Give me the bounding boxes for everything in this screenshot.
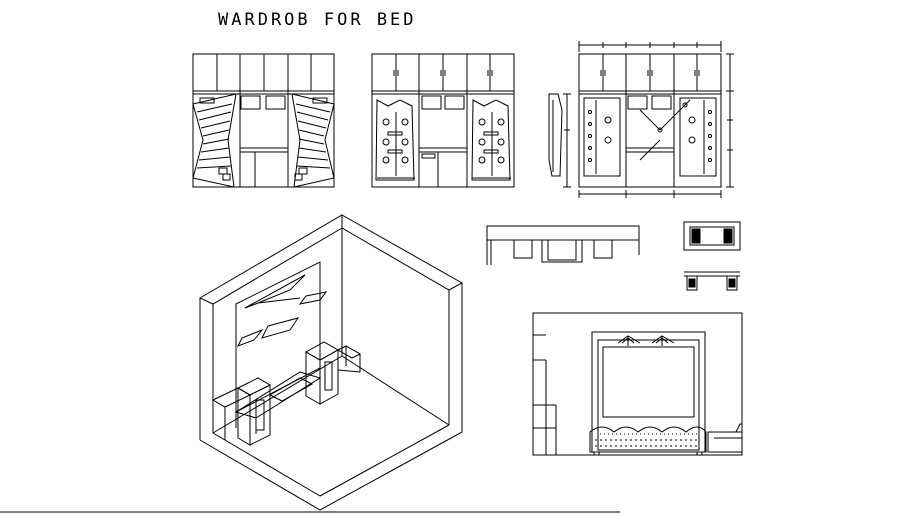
bed-plan-view — [487, 226, 639, 265]
wardrobe-elevation-3 — [549, 41, 734, 198]
side-table-plan-view — [684, 222, 740, 250]
drawing-title: WARDROB FOR BED — [218, 10, 417, 30]
side-table-elevation-view — [684, 272, 740, 290]
wardrobe-elevation-2 — [372, 54, 514, 187]
bed-elevation-view — [533, 313, 742, 455]
isometric-room — [200, 215, 462, 510]
wardrobe-elevation-1 — [193, 54, 334, 187]
